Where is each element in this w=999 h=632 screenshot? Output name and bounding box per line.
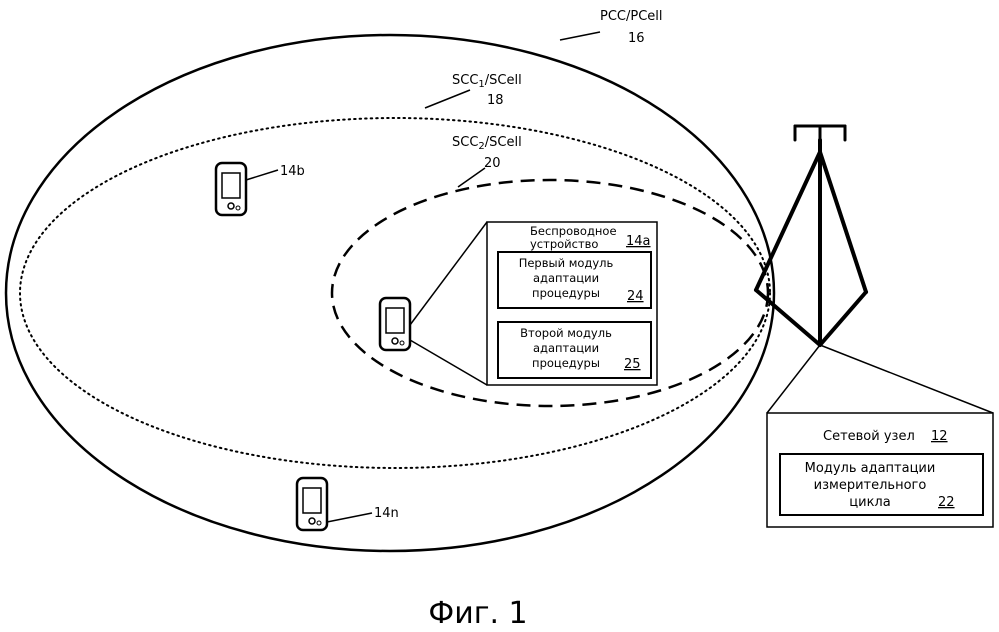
wd-callout-bottom (410, 340, 487, 385)
scc1-leader (425, 90, 470, 108)
device-14b-icon (216, 163, 246, 215)
scc1-ref: 18 (487, 93, 504, 108)
device-14b-leader (246, 170, 278, 180)
module-24-line3: процедуры (532, 286, 600, 300)
device-14n-icon (297, 478, 327, 530)
scc2-label: SCC2/SCell (452, 135, 522, 152)
device-14n-leader (327, 513, 372, 522)
node-callout-right (820, 345, 993, 413)
scc1-label: SCC1/SCell (452, 73, 522, 90)
node-callout-left (767, 345, 820, 413)
module-24-line1: Первый модуль (519, 256, 614, 270)
module-24-ref: 24 (627, 289, 644, 304)
module-25-line3: процедуры (532, 356, 600, 370)
module-22-line3: цикла (849, 495, 890, 510)
device-14n-label: 14n (374, 506, 399, 521)
device-14b-label: 14b (280, 164, 305, 179)
network-node-ref: 12 (931, 429, 948, 444)
wireless-device-title-2: устройство (530, 237, 598, 251)
module-22-line2: измерительного (814, 478, 927, 493)
pcc-ref: 16 (628, 31, 645, 46)
wd-callout-top (410, 222, 487, 325)
module-22-ref: 22 (938, 495, 955, 510)
wireless-device-ref: 14a (626, 234, 651, 249)
network-node-title: Сетевой узел (823, 429, 915, 444)
module-25-line1: Второй модуль (520, 326, 612, 340)
module-25-line2: адаптации (533, 341, 599, 355)
pcc-leader (560, 32, 600, 40)
figure-caption: Фиг. 1 (428, 596, 527, 631)
pcc-cell-ellipse (6, 35, 774, 551)
module-24-line2: адаптации (533, 271, 599, 285)
module-22-line1: Модуль адаптации (805, 461, 936, 476)
pcc-label: PCC/PCell (600, 9, 663, 24)
wireless-device-title-1: Беспроводное (530, 224, 617, 238)
scc2-leader (458, 168, 485, 187)
scc2-ref: 20 (484, 156, 501, 171)
device-14a-icon (380, 298, 410, 350)
module-25-ref: 25 (624, 357, 641, 372)
